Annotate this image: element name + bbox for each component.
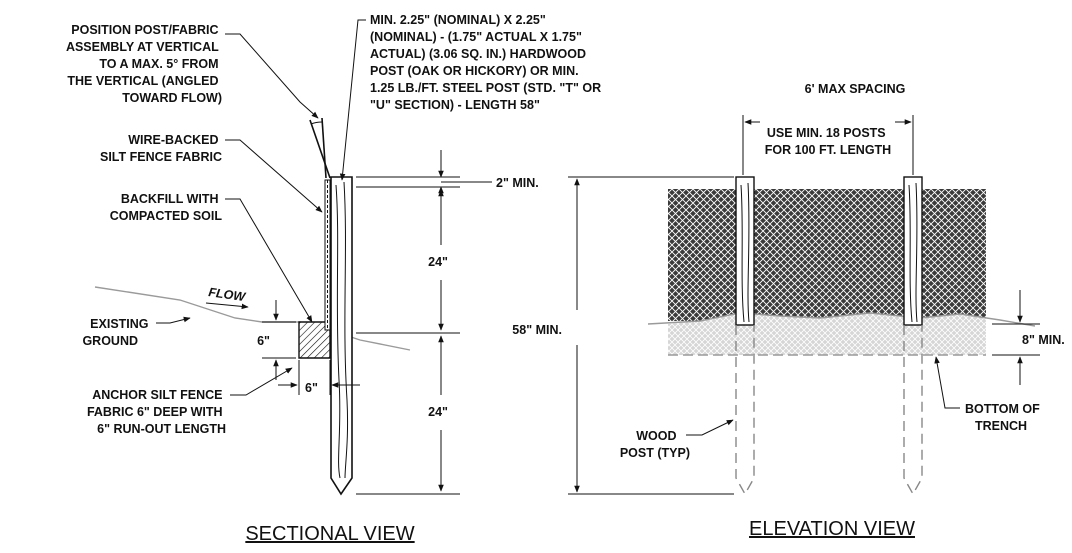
flow-label: FLOW: [208, 285, 248, 304]
dim-upper-24: 24": [428, 255, 448, 269]
total-min-label: 58" MIN.: [512, 323, 562, 337]
dim-top-min: 2" MIN.: [496, 176, 539, 190]
anchor-label: ANCHOR SILT FENCE FABRIC 6" DEEP WITH 6"…: [87, 388, 226, 436]
anchor-trench: [298, 321, 331, 359]
sectional-post: [330, 176, 353, 496]
sectional-view-title: SECTIONAL VIEW: [245, 523, 414, 545]
dim-runout: 6": [305, 381, 318, 395]
post-spec-label: MIN. 2.25" (NOMINAL) X 2.25" (NOMINAL) -…: [370, 13, 605, 112]
wood-post-label: WOOD POST (TYP): [620, 429, 690, 460]
elevation-backfill: [668, 313, 986, 355]
elevation-text: 6' MAX SPACING USE MIN. 18 POSTS FOR 100…: [512, 82, 1064, 540]
existing-ground-label: EXISTING GROUND: [82, 317, 152, 348]
sectional-view: [94, 19, 492, 496]
sectional-text: POSITION POST/FABRIC ASSEMBLY AT VERTICA…: [66, 13, 605, 545]
elevation-fabric: [668, 189, 986, 321]
elevation-view-title: ELEVATION VIEW: [749, 518, 915, 540]
elevation-view: [568, 115, 1040, 496]
backfill-label: BACKFILL WITH COMPACTED SOIL: [110, 192, 223, 223]
use-min-posts-label: USE MIN. 18 POSTS FOR 100 FT. LENGTH: [765, 126, 891, 157]
elevation-post-left: [735, 176, 755, 496]
bottom-trench-label: BOTTOM OF TRENCH: [965, 402, 1043, 433]
elevation-post-right: [903, 176, 923, 496]
max-spacing-label: 6' MAX SPACING: [805, 82, 906, 96]
dim-anchor-depth: 6": [257, 334, 270, 348]
position-post-label: POSITION POST/FABRIC ASSEMBLY AT VERTICA…: [66, 23, 222, 105]
dim-lower-24: 24": [428, 405, 448, 419]
trench-min-label: 8" MIN.: [1022, 333, 1065, 347]
wire-backed-label: WIRE-BACKED SILT FENCE FABRIC: [100, 133, 222, 164]
